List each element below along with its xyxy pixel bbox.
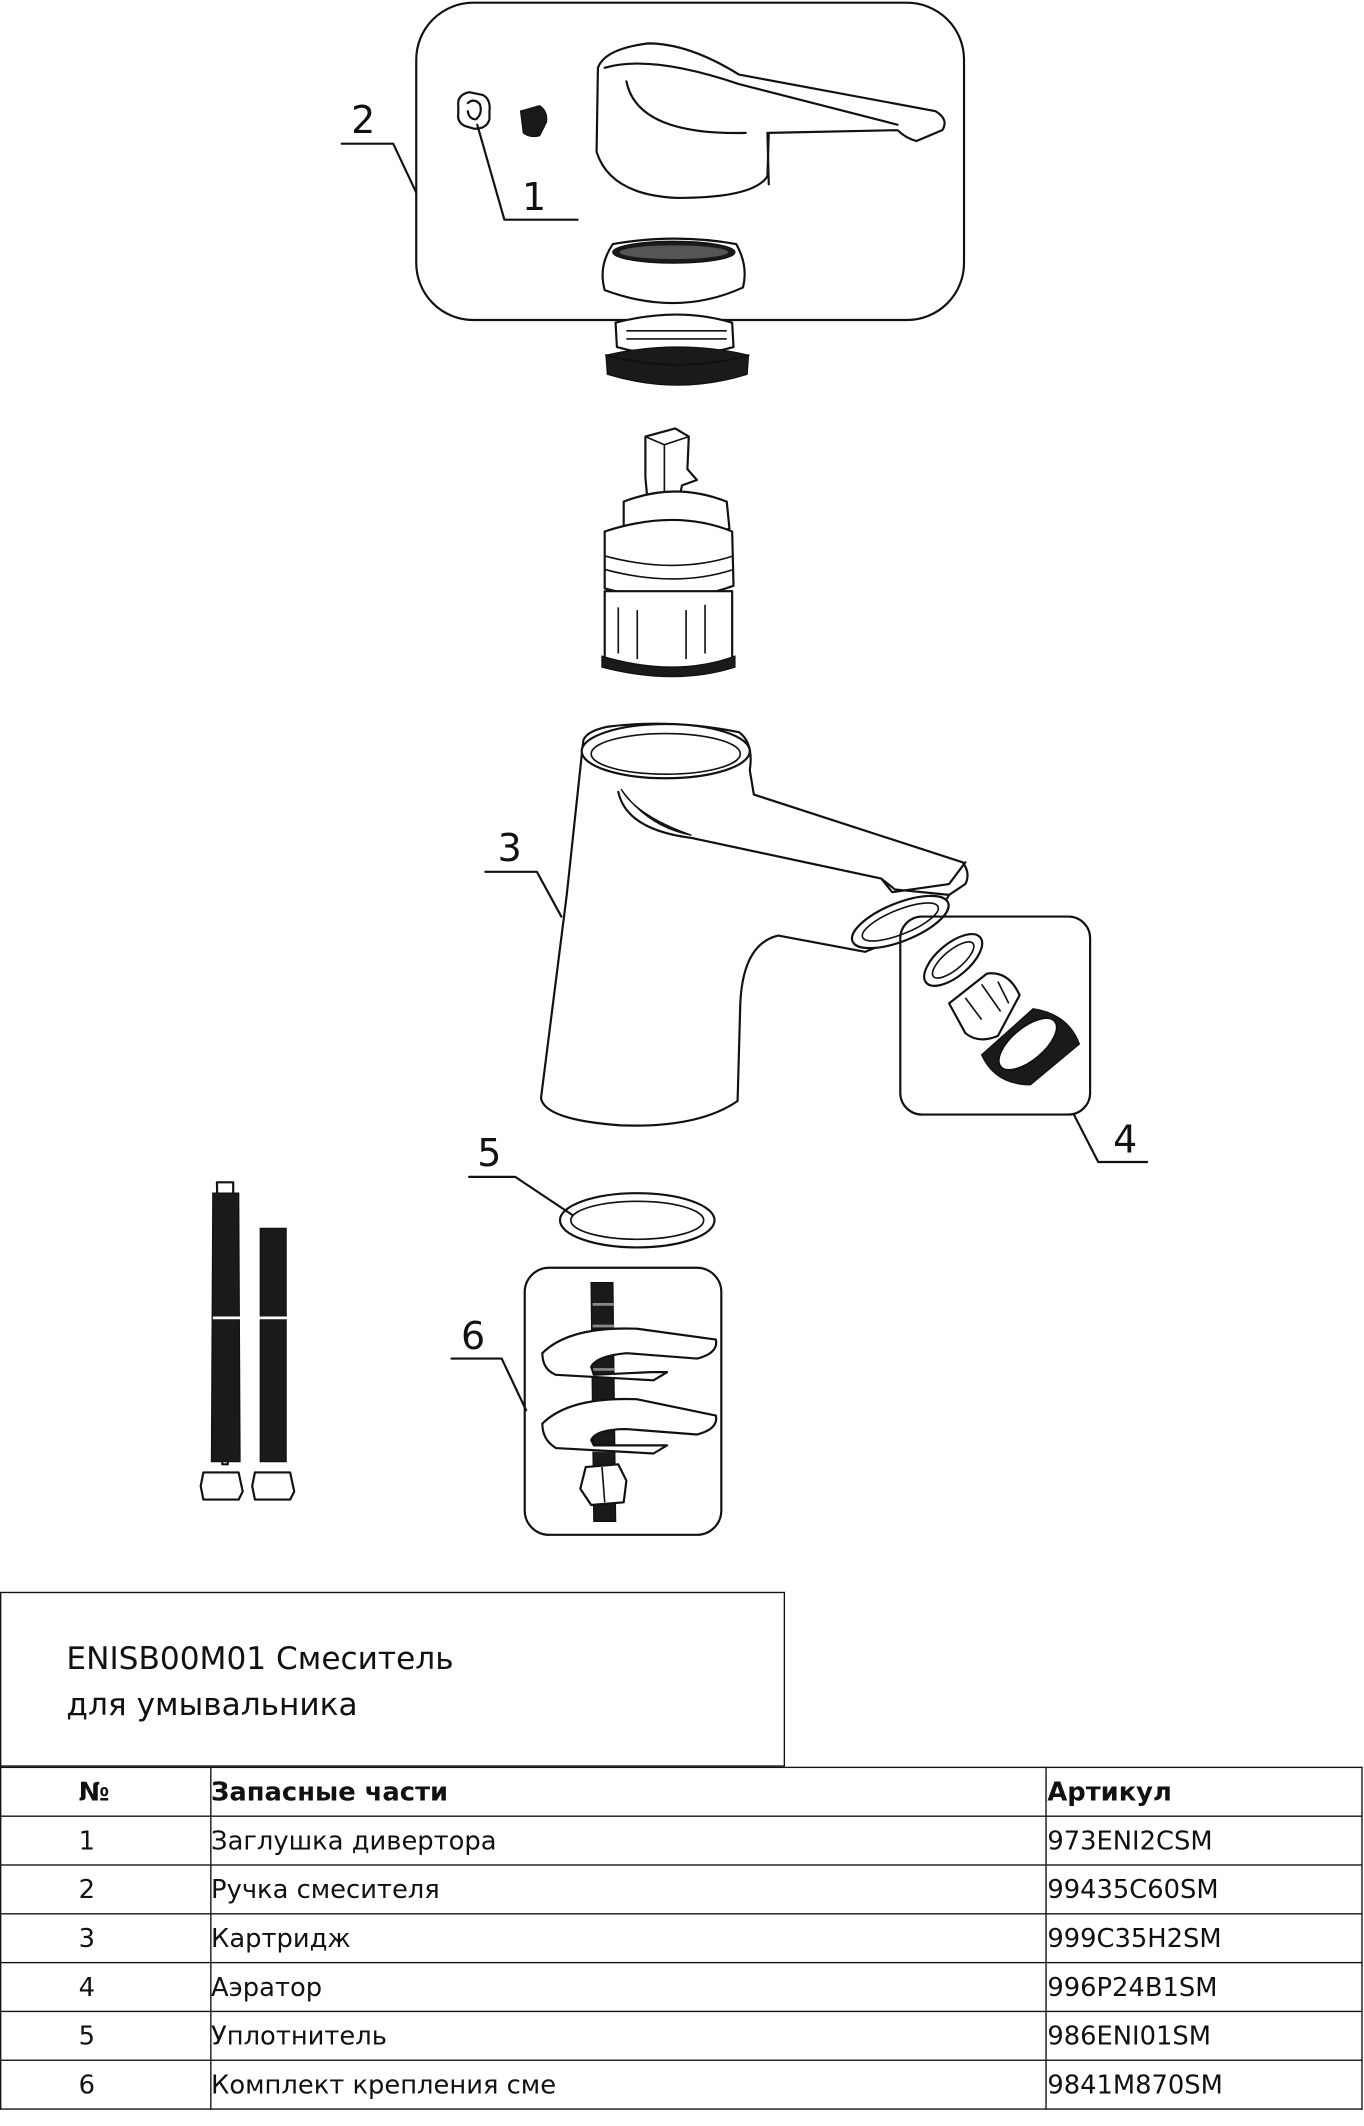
product-title-line-1: ENISB00M01 Смеситель — [66, 1641, 454, 1678]
row-part-name: Картридж — [209, 1913, 1048, 1964]
cartridge-part — [601, 427, 736, 678]
callout-leaders — [340, 123, 1149, 1412]
table-row: 3 Картридж 999C35H2SM — [0, 1913, 1363, 1964]
callout-3: 3 — [498, 826, 522, 870]
handle-cap-part — [601, 237, 746, 305]
row-article: 973ENI2CSM — [1045, 1815, 1363, 1866]
row-number: 3 — [0, 1913, 212, 1964]
row-article: 99435C60SM — [1045, 1864, 1363, 1915]
row-article: 999C35H2SM — [1045, 1913, 1363, 1964]
header-article: Артикул — [1045, 1766, 1363, 1817]
mounting-kit-part — [541, 1281, 718, 1522]
handle-lever-part — [595, 42, 946, 200]
row-part-name: Заглушка дивертора — [209, 1815, 1048, 1866]
table-row: 4 Аэратор 996P24B1SM — [0, 1961, 1363, 2013]
product-title-line-2: для умывальника — [66, 1688, 358, 1724]
row-number: 2 — [0, 1864, 212, 1915]
aerator-part — [923, 933, 1081, 1086]
header-number: № — [0, 1766, 212, 1817]
seal-ring-part — [558, 1192, 716, 1249]
callout-1: 1 — [522, 175, 546, 219]
row-number: 1 — [0, 1815, 212, 1866]
spare-parts-table: № Запасные части Артикул 1 Заглушка диве… — [0, 1766, 1363, 2110]
tap-body-part — [539, 722, 969, 1127]
callout-6: 6 — [461, 1314, 485, 1358]
row-number: 5 — [0, 2010, 212, 2061]
header-parts: Запасные части — [209, 1766, 1048, 1817]
product-title: ENISB00M01 Смеситель для умывальника — [66, 1637, 453, 1729]
row-part-name: Комплект крепления сме — [209, 2059, 1048, 2110]
locking-nut-part — [604, 313, 750, 386]
callout-5: 5 — [477, 1131, 501, 1175]
table-row: 6 Комплект крепления сме 9841M870SM — [0, 2059, 1363, 2110]
row-article: 986ENI01SM — [1045, 2010, 1363, 2061]
callout-4: 4 — [1113, 1117, 1137, 1161]
row-article: 996P24B1SM — [1045, 1961, 1363, 2013]
row-part-name: Аэратор — [209, 1961, 1048, 2013]
group-6-frame — [523, 1266, 723, 1536]
row-part-name: Ручка смесителя — [209, 1864, 1048, 1915]
row-article: 9841M870SM — [1045, 2059, 1363, 2110]
table-row: 1 Заглушка дивертора 973ENI2CSM — [0, 1815, 1363, 1866]
row-part-name: Уплотнитель — [209, 2010, 1048, 2061]
table-row: 5 Уплотнитель 986ENI01SM — [0, 2010, 1363, 2061]
table-header-row: № Запасные части Артикул — [0, 1766, 1363, 1817]
diverter-plug-part — [457, 91, 548, 138]
group-4-frame — [899, 915, 1092, 1116]
table-row: 2 Ручка смесителя 99435C60SM — [0, 1864, 1363, 1915]
title-box — [0, 1591, 786, 1767]
row-number: 4 — [0, 1961, 212, 2013]
callout-2: 2 — [351, 98, 375, 142]
row-number: 6 — [0, 2059, 212, 2110]
flex-hoses-part — [199, 1181, 296, 1501]
